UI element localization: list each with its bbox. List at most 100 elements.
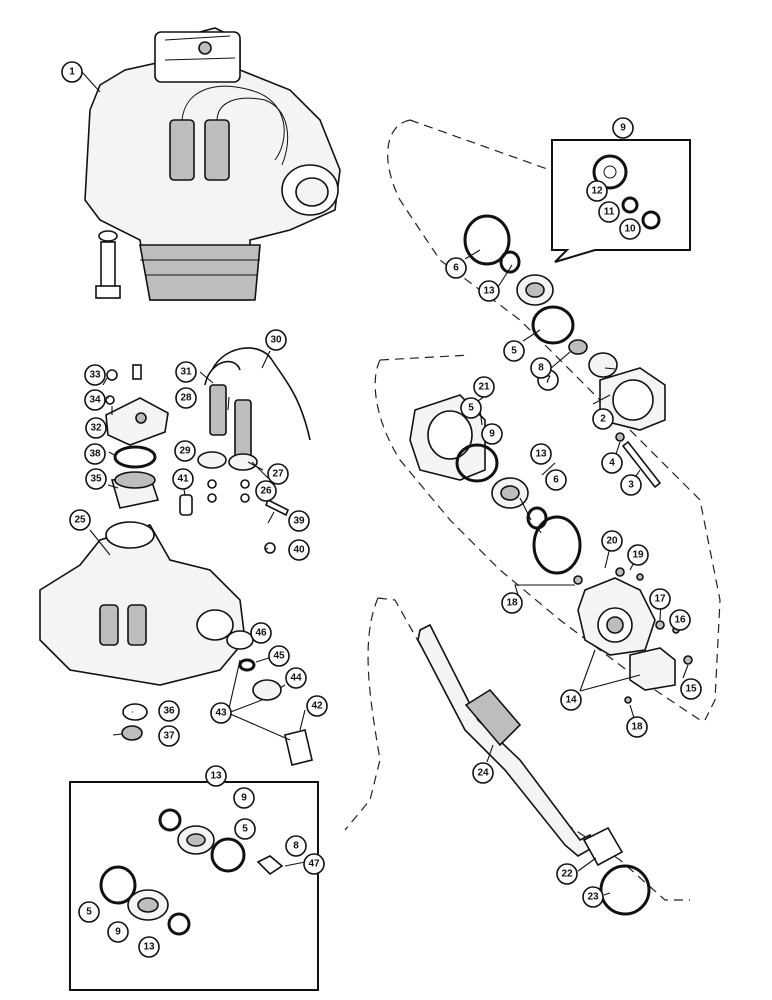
callout-20: 20 bbox=[601, 530, 623, 552]
callout-33: 33 bbox=[84, 364, 106, 386]
middle-housing-parts bbox=[409, 394, 693, 704]
callout-13c: 13 bbox=[205, 765, 227, 787]
svg-text:42: 42 bbox=[311, 701, 323, 712]
svg-text:28: 28 bbox=[180, 393, 192, 404]
callout-31: 31 bbox=[175, 361, 197, 383]
callout-5b: 5 bbox=[460, 397, 482, 419]
callout-34: 34 bbox=[84, 389, 106, 411]
bottom-seal-kit-box bbox=[69, 781, 319, 991]
svg-text:9: 9 bbox=[489, 429, 495, 440]
callout-5d: 5 bbox=[78, 901, 100, 923]
callout-6b: 6 bbox=[545, 469, 567, 491]
svg-text:18: 18 bbox=[631, 722, 643, 733]
svg-text:12: 12 bbox=[591, 186, 603, 197]
svg-text:36: 36 bbox=[163, 706, 175, 717]
leader-lines bbox=[81, 71, 689, 896]
svg-text:43: 43 bbox=[215, 708, 227, 719]
callout-bubbles: 1 2 3 4 5 5 5 5 6 6 7 8 8 9 9 9 9 10 11 … bbox=[61, 61, 702, 958]
callout-18b: 18 bbox=[626, 716, 648, 738]
svg-text:39: 39 bbox=[293, 516, 305, 527]
callout-6a: 6 bbox=[445, 257, 467, 279]
svg-text:10: 10 bbox=[624, 224, 636, 235]
callout-8b: 8 bbox=[285, 835, 307, 857]
callout-28: 28 bbox=[175, 387, 197, 409]
callout-42: 42 bbox=[306, 695, 328, 717]
svg-text:18: 18 bbox=[506, 598, 518, 609]
svg-text:11: 11 bbox=[604, 207, 615, 218]
callout-3: 3 bbox=[620, 474, 642, 496]
callout-46: 46 bbox=[250, 622, 272, 644]
svg-text:22: 22 bbox=[561, 869, 573, 880]
svg-text:13: 13 bbox=[143, 942, 155, 953]
callout-11: 11 bbox=[598, 201, 620, 223]
callout-15: 15 bbox=[680, 678, 702, 700]
callout-9b: 9 bbox=[481, 423, 503, 445]
callout-16: 16 bbox=[669, 609, 691, 631]
upper-seal-parts bbox=[463, 214, 666, 489]
callout-45: 45 bbox=[268, 645, 290, 667]
callout-30: 30 bbox=[265, 329, 287, 351]
svg-text:27: 27 bbox=[272, 469, 284, 480]
callout-37: 37 bbox=[158, 725, 180, 747]
callout-22: 22 bbox=[556, 863, 578, 885]
callout-14: 14 bbox=[560, 689, 582, 711]
callout-23: 23 bbox=[582, 886, 604, 908]
callout-13a: 13 bbox=[478, 280, 500, 302]
svg-text:14: 14 bbox=[565, 695, 577, 706]
svg-text:38: 38 bbox=[89, 449, 101, 460]
svg-text:8: 8 bbox=[538, 363, 544, 374]
shaft-illustration bbox=[417, 623, 651, 916]
callout-5a: 5 bbox=[503, 340, 525, 362]
svg-text:24: 24 bbox=[477, 768, 489, 779]
callout-18a: 18 bbox=[501, 592, 523, 614]
callout-9c: 9 bbox=[233, 787, 255, 809]
callout-5c: 5 bbox=[234, 818, 256, 840]
svg-text:5: 5 bbox=[468, 403, 474, 414]
callout-47: 47 bbox=[303, 853, 325, 875]
callout-8a: 8 bbox=[530, 357, 552, 379]
svg-text:13: 13 bbox=[210, 771, 222, 782]
svg-text:7: 7 bbox=[545, 375, 551, 386]
svg-text:5: 5 bbox=[86, 907, 92, 918]
svg-text:30: 30 bbox=[270, 335, 282, 346]
svg-text:9: 9 bbox=[115, 927, 121, 938]
callout-32: 32 bbox=[85, 417, 107, 439]
svg-text:13: 13 bbox=[535, 449, 547, 460]
svg-text:29: 29 bbox=[179, 446, 191, 457]
callout-21: 21 bbox=[473, 376, 495, 398]
svg-text:20: 20 bbox=[606, 536, 618, 547]
callout-39: 39 bbox=[288, 510, 310, 532]
callout-4: 4 bbox=[601, 452, 623, 474]
svg-text:34: 34 bbox=[89, 395, 101, 406]
assembled-pump-illustration bbox=[84, 27, 341, 301]
callout-25: 25 bbox=[69, 509, 91, 531]
callout-35: 35 bbox=[85, 468, 107, 490]
svg-text:41: 41 bbox=[177, 474, 189, 485]
svg-text:19: 19 bbox=[632, 550, 644, 561]
svg-text:5: 5 bbox=[511, 346, 517, 357]
callout-12: 12 bbox=[586, 180, 608, 202]
svg-text:37: 37 bbox=[163, 731, 175, 742]
svg-text:26: 26 bbox=[260, 486, 272, 497]
svg-text:6: 6 bbox=[453, 263, 459, 274]
callout-26: 26 bbox=[255, 480, 277, 502]
svg-text:21: 21 bbox=[478, 382, 490, 393]
callout-36: 36 bbox=[158, 700, 180, 722]
svg-text:25: 25 bbox=[74, 515, 86, 526]
svg-text:9: 9 bbox=[620, 123, 626, 134]
left-exploded-parts bbox=[39, 347, 313, 766]
svg-text:3: 3 bbox=[628, 480, 634, 491]
svg-text:8: 8 bbox=[293, 841, 299, 852]
callout-13d: 13 bbox=[138, 936, 160, 958]
callout-43: 43 bbox=[210, 702, 232, 724]
svg-text:1: 1 bbox=[69, 67, 75, 78]
callout-24: 24 bbox=[472, 762, 494, 784]
svg-text:4: 4 bbox=[609, 458, 615, 469]
svg-text:35: 35 bbox=[90, 474, 102, 485]
callout-9a: 9 bbox=[612, 117, 634, 139]
callout-2: 2 bbox=[592, 408, 614, 430]
svg-text:6: 6 bbox=[553, 475, 559, 486]
callout-38: 38 bbox=[84, 443, 106, 465]
svg-text:2: 2 bbox=[600, 414, 606, 425]
